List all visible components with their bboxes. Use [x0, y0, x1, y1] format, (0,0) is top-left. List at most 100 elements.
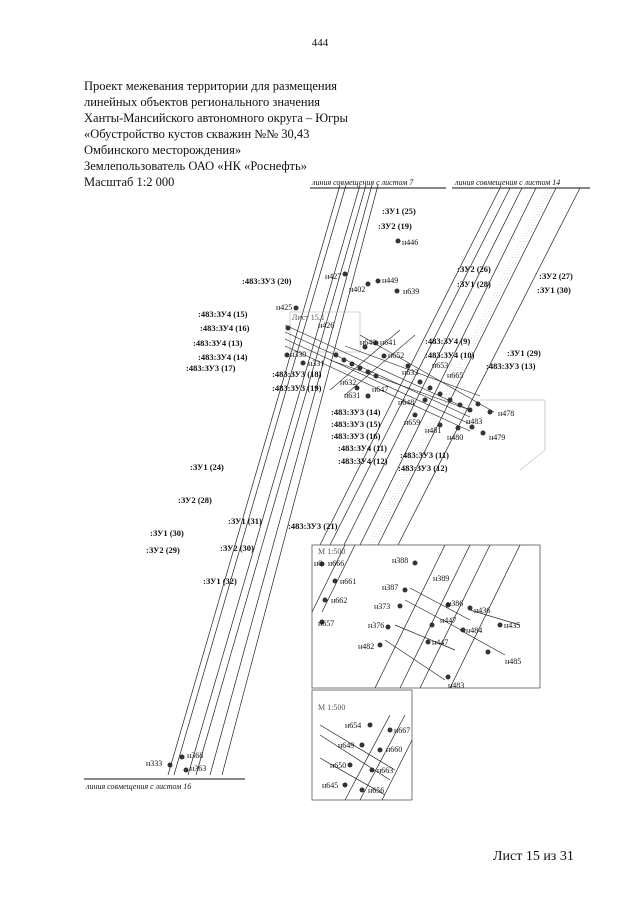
parcel-label: :483:ЗУ4 (11) [338, 443, 387, 453]
parcel-label: :ЗУ2 (27) [539, 271, 573, 281]
point-label: н654 [345, 721, 361, 730]
parcel-label: :ЗУ1 (30) [537, 285, 571, 295]
point-label: н446 [402, 238, 418, 247]
parcel-label: :483:ЗУ3 (21) [288, 521, 338, 531]
title-line: линейных объектов регионального значения [84, 95, 321, 109]
point-label: н447 [432, 638, 448, 647]
parcel-label: :483:ЗУ4 (14) [198, 352, 248, 362]
point-label: н449 [382, 276, 398, 285]
parcel-label: :ЗУ1 (24) [190, 462, 224, 472]
point-label: н484 [466, 626, 482, 635]
point-label: н331 [308, 359, 324, 368]
match-line-sheet16-label: линия совмещения с листом 16 [85, 782, 191, 791]
point-label: н435 [504, 621, 520, 630]
point-label: н657 [318, 619, 334, 628]
point-label: н647 [372, 385, 388, 394]
point-label: н656 [368, 786, 384, 795]
point-label: н480 [447, 433, 463, 442]
point-label: н660 [386, 745, 402, 754]
inset-b-lines [319, 714, 413, 801]
point-label: н330 [290, 350, 306, 359]
point-label: н649 [338, 741, 354, 750]
point-label: н665 [447, 371, 463, 380]
parcel-label: :483:ЗУ3 (15) [331, 419, 381, 429]
point-label-partial: н0 [314, 559, 322, 568]
land-user-line: Землепользователь ОАО «НК «Роснефть» [84, 159, 307, 173]
title-line: Проект межевания территории для размещен… [84, 79, 338, 93]
point-label: н483 [466, 417, 482, 426]
point-label: н333 [146, 759, 162, 768]
point-label: н648 [398, 398, 414, 407]
inset-b-scale: М 1:500 [318, 703, 345, 712]
sheet-footer: Лист 15 из 31 [493, 849, 574, 864]
point-label: н387 [382, 583, 398, 592]
point-label: н653 [432, 361, 448, 370]
sheet-15-1-frame [289, 311, 361, 353]
parcel-label: :483:ЗУ3 (12) [398, 463, 448, 473]
parcel-label: :ЗУ1 (31) [228, 516, 262, 526]
parcel-label: :ЗУ1 (29) [507, 348, 541, 358]
right-frame [480, 399, 546, 471]
point-label: н386 [447, 599, 463, 608]
point-label: н639 [403, 287, 419, 296]
parcel-label: :ЗУ2 (30) [220, 543, 254, 553]
point-label: н485 [505, 657, 521, 666]
point-label: н641 [380, 338, 396, 347]
point-label: н631 [344, 391, 360, 400]
point-label: н666 [328, 559, 344, 568]
parcel-label: :ЗУ1 (32) [203, 576, 237, 586]
point-label: н436 [474, 606, 490, 615]
parcel-label: :483:ЗУ4 (10) [425, 350, 475, 360]
point-label: н376 [368, 621, 384, 630]
point-label: н479 [489, 433, 505, 442]
parcel-label: :483:ЗУ3 (19) [272, 383, 322, 393]
title-line: «Обустройство кустов скважин №№ 30,43 [84, 127, 310, 141]
parcel-labels: :ЗУ1 (25) :ЗУ2 (19) :483:ЗУ3 (20) :483:З… [146, 206, 573, 586]
point-label: н659 [404, 418, 420, 427]
title-line: Омбинского месторождения» [84, 143, 242, 157]
parcel-label: :483:ЗУ4 (9) [425, 336, 470, 346]
point-label: н662 [331, 596, 347, 605]
point-label: н652 [388, 351, 404, 360]
point-label: н640 [360, 338, 376, 347]
point-label: н667 [394, 726, 410, 735]
point-label: н645 [322, 781, 338, 790]
corridor-lines [167, 184, 581, 776]
point-label: н478 [498, 409, 514, 418]
point-label: н661 [340, 577, 356, 586]
hub-lines [284, 324, 495, 432]
parcel-label: :483:ЗУ4 (13) [193, 338, 243, 348]
corridor-hatch [367, 189, 553, 546]
point-label: н482 [358, 642, 374, 651]
point-label: н363 [190, 764, 206, 773]
sheet-15-1-label: Лист 15.1 [292, 313, 325, 322]
point-label: н663 [377, 766, 393, 775]
point-label: н368 [187, 751, 203, 760]
point-label: н426 [318, 321, 334, 330]
point-label: н389 [433, 574, 449, 583]
parcel-label: :ЗУ2 (26) [457, 264, 491, 274]
parcel-label: :ЗУ2 (19) [378, 221, 412, 231]
title-line: Ханты-Мансийского автономного округа – Ю… [84, 111, 348, 125]
point-label: н483 [448, 681, 464, 690]
point-label: н425 [276, 303, 292, 312]
point-label: н402 [349, 285, 365, 294]
parcel-label: :483:ЗУ3 (14) [331, 407, 381, 417]
parcel-label: :ЗУ1 (30) [150, 528, 184, 538]
parcel-label: :483:ЗУ4 (15) [198, 309, 248, 319]
parcel-label: :ЗУ1 (28) [457, 279, 491, 289]
match-line-sheet14-label: линия совмещения с листом 14 [454, 178, 560, 187]
inset-a-frame [311, 544, 541, 689]
parcel-label: :483:ЗУ3 (18) [272, 369, 322, 379]
parcel-label: :483:ЗУ3 (11) [400, 450, 449, 460]
parcel-label: :483:ЗУ3 (13) [486, 361, 536, 371]
point-labels: н446 н427 н402 н449 н639 н425 н426 н641 … [146, 238, 521, 795]
match-line-sheet7-label: линия совмещения с листом 7 [311, 178, 414, 187]
title-block: Проект межевания территории для размещен… [84, 78, 348, 190]
parcel-label: :483:ЗУ4 (16) [200, 323, 250, 333]
scale-line: Масштаб 1:2 000 [84, 175, 175, 189]
point-label: н632 [340, 378, 356, 387]
parcel-label: :483:ЗУ3 (17) [186, 363, 236, 373]
parcel-label: :483:ЗУ3 (16) [331, 431, 381, 441]
